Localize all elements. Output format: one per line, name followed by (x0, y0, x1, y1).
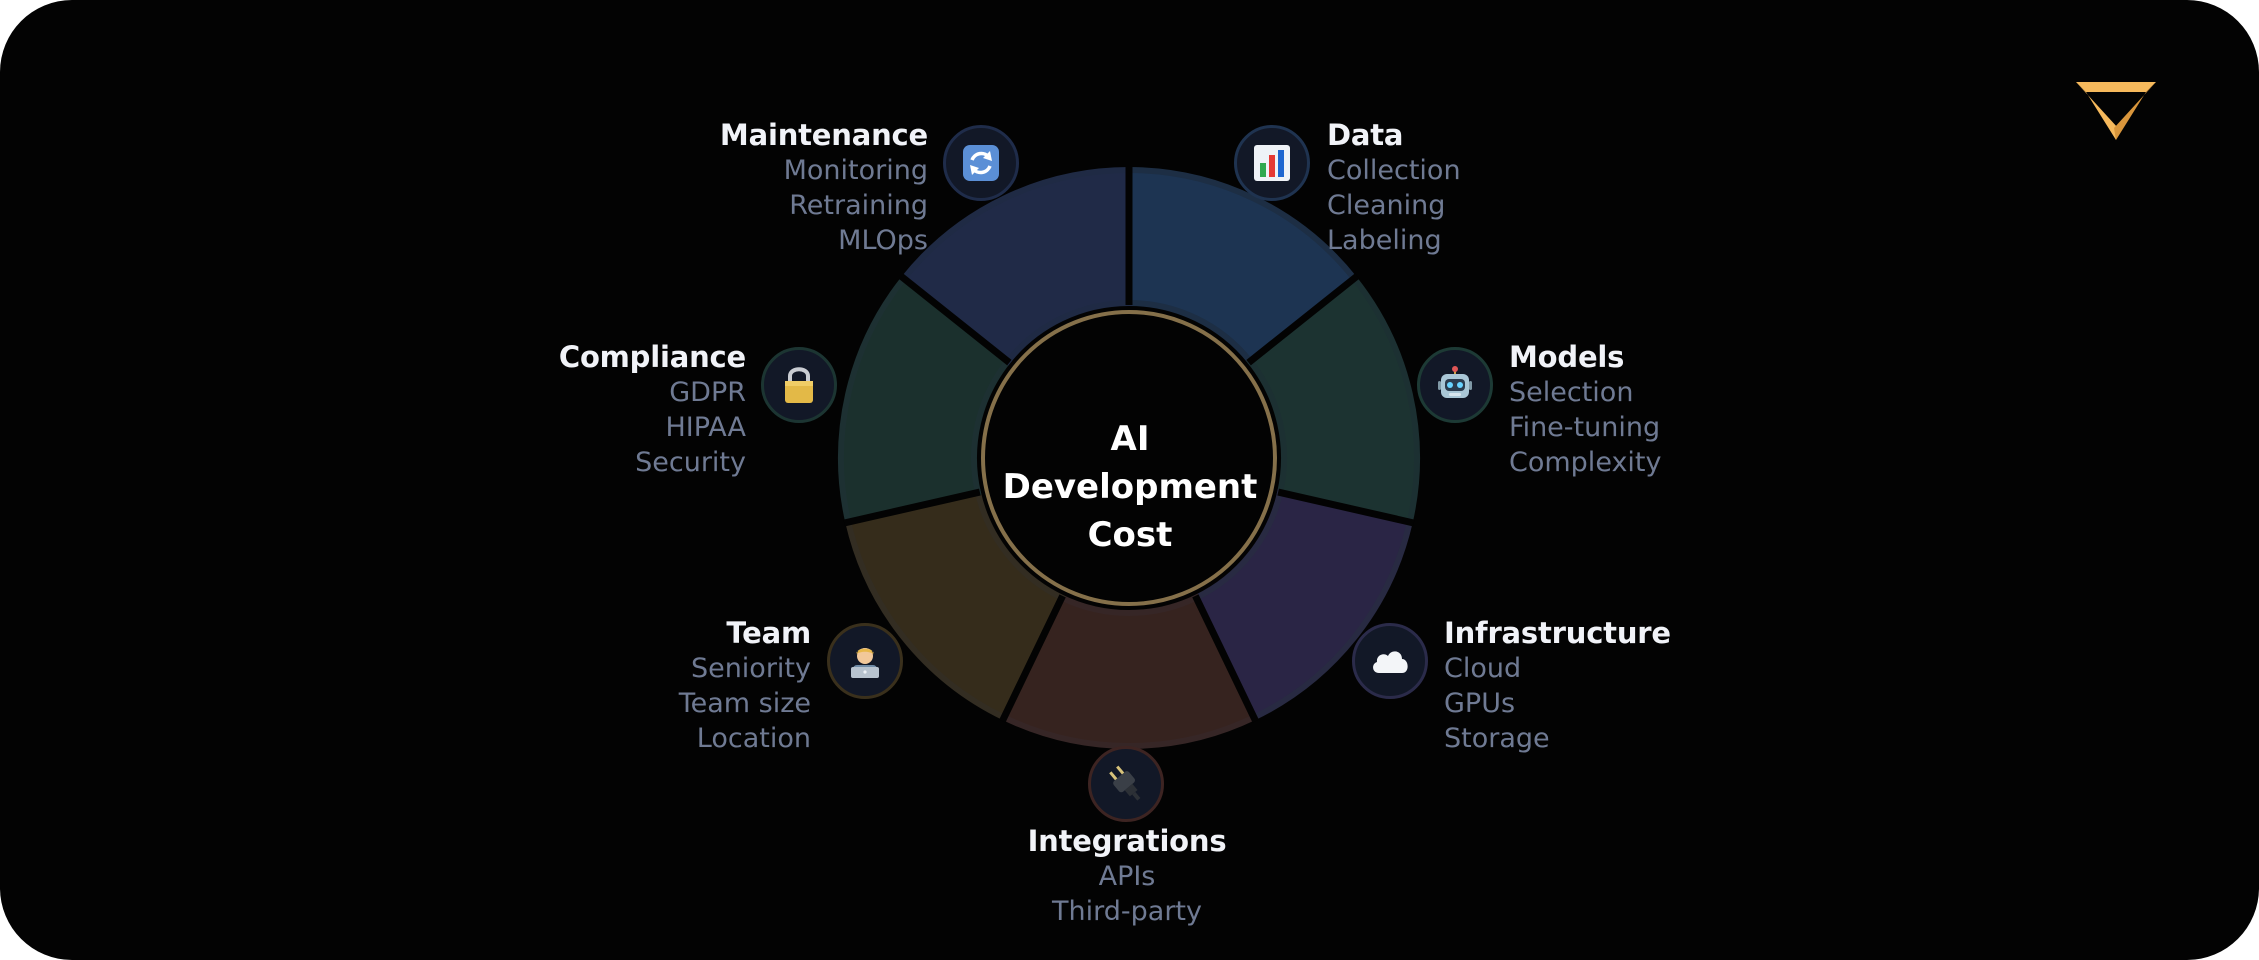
center-title: AI Development Cost (980, 415, 1280, 559)
brand-logo-icon (2076, 82, 2156, 140)
segment-label-models: Models Selection Fine-tuning Complexity (1509, 339, 1849, 480)
ring-segment-compliance (838, 274, 1013, 526)
team-icon-badge (827, 623, 903, 699)
segment-label-data: Data Collection Cleaning Labeling (1327, 117, 1667, 258)
segment-label-maintenance: Maintenance Monitoring Retraining MLOps (588, 117, 928, 258)
segment-title: Data (1327, 118, 1404, 152)
segment-divider (1277, 488, 1415, 527)
segment-label-integrations: Integrations APIs Third-party (957, 823, 1297, 929)
data-icon-badge (1234, 125, 1310, 201)
ring-segment-integrations (1000, 593, 1258, 749)
segment-divider (898, 273, 1012, 366)
segment-item: Collection (1327, 155, 1461, 186)
segment-item: Seniority (690, 653, 811, 684)
ring-segment-maintenance (899, 166, 1132, 366)
center-title-line1: AI Development (1002, 419, 1258, 507)
segment-title: Infrastructure (1444, 616, 1671, 650)
cloud-icon (1373, 651, 1408, 673)
robot-icon (1438, 366, 1472, 398)
segment-divider (843, 488, 981, 527)
ring-segment-data (1126, 166, 1359, 366)
compliance-icon-badge (761, 347, 837, 423)
segment-item: Labeling (1327, 225, 1442, 256)
segment-item: HIPAA (665, 412, 746, 443)
models-icon-badge (1417, 347, 1493, 423)
segment-item: Storage (1444, 723, 1550, 754)
segment-divider (1246, 273, 1360, 366)
segment-title: Models (1509, 340, 1625, 374)
segment-item: GDPR (669, 377, 746, 408)
segment-item: Cleaning (1327, 190, 1446, 221)
segment-item: MLOps (838, 225, 928, 256)
technologist-icon (851, 648, 879, 678)
segment-label-compliance: Compliance GDPR HIPAA Security (406, 339, 746, 480)
segment-item: GPUs (1444, 688, 1516, 719)
maintenance-icon-badge (943, 125, 1019, 201)
segment-item: Complexity (1509, 447, 1662, 478)
segment-item: Security (635, 447, 746, 478)
segment-item: Cloud (1444, 653, 1522, 684)
segment-item: APIs (1098, 861, 1156, 892)
segment-item: Selection (1509, 377, 1634, 408)
segment-title: Maintenance (719, 118, 928, 152)
segment-item: Team size (678, 688, 811, 719)
lock-icon (785, 367, 813, 403)
segment-label-team: Team Seniority Team size Location (471, 615, 812, 756)
ring-segment-team (844, 488, 1066, 722)
segment-item: Fine-tuning (1509, 412, 1661, 443)
plug-icon (1109, 765, 1141, 801)
ring-segment-models (1245, 274, 1420, 526)
segment-item: Monitoring (783, 155, 928, 186)
segment-item: Location (696, 723, 811, 754)
segment-title: Integrations (1027, 824, 1227, 858)
segment-title: Team (726, 616, 811, 650)
ring-segment-infrastructure (1192, 488, 1414, 722)
refresh-icon (963, 145, 999, 181)
segment-title: Compliance (558, 340, 746, 374)
segment-divider (1192, 594, 1259, 723)
integrations-icon-badge (1088, 746, 1164, 822)
center-title-line2: Cost (1087, 515, 1173, 555)
segment-item: Retraining (789, 190, 928, 221)
segment-divider (999, 594, 1066, 723)
infrastructure-icon-badge (1352, 623, 1428, 699)
segment-item: Third-party (1052, 896, 1202, 927)
center-disc (981, 310, 1277, 606)
bar-chart-icon (1254, 145, 1290, 181)
segment-label-infrastructure: Infrastructure Cloud GPUs Storage (1444, 615, 1784, 756)
